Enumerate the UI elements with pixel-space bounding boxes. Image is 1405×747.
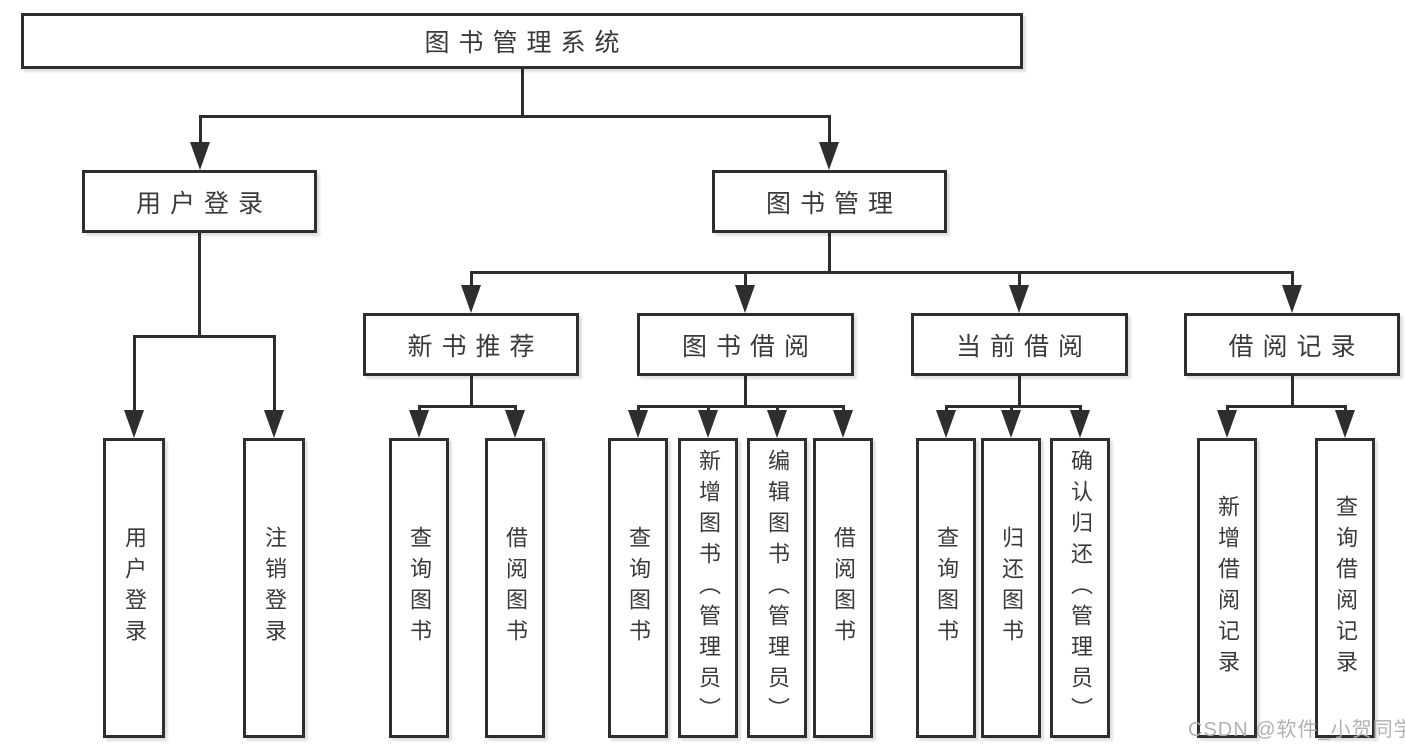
edge-to-borrowing-records-stub [1290,271,1294,287]
arrowhead-down-query-books-3 [936,410,956,438]
node-root: 图书管理系统 [21,13,1023,69]
arrowhead-down-leaf-logout [264,410,284,438]
arrowhead-down-query-record [1335,410,1355,438]
leaf-user-login: 用户登录 [103,438,165,738]
leaf-borrow-books-borrowing: 借阅图书 [813,438,873,738]
edge-to-new-book-stub [469,271,473,287]
leaf-confirm-return-admin: 确认归还（管理员） [1050,438,1110,738]
arrowhead-down-edit-book [767,410,787,438]
arrowhead-down-query-books-2 [628,410,648,438]
edge-root-stem [520,68,524,118]
edge-book-borrowing-crossbar [636,405,845,408]
arrowhead-down-return-books [1001,410,1021,438]
leaf-query-books-recommend: 查询图书 [389,438,449,738]
leaf-query-books-current: 查询图书 [916,438,976,738]
leaf-query-borrow-record: 查询借阅记录 [1315,438,1375,738]
leaf-query-books-borrowing: 查询图书 [608,438,668,738]
leaf-add-book-admin: 新增图书（管理员） [678,438,738,738]
node-borrowing-records: 借阅记录 [1184,313,1400,376]
edge-user-login-stem [198,233,201,338]
edge-book-management-crossbar [469,271,1293,274]
edge-to-query-books-1-stub [417,405,421,413]
arrowhead-down-borrow-books-1 [505,410,525,438]
edge-to-book-borrowing-stub [743,271,747,287]
edge-to-query-books-3-stub [944,405,948,413]
edge-to-confirm-return-stub [1078,405,1082,413]
edge-to-current-borrowing-stub [1017,271,1021,287]
edge-root-crossbar [198,115,831,118]
edge-new-book-stem [469,376,473,408]
node-user-login: 用户登录 [82,170,317,233]
edge-to-book-management-stub [827,115,831,144]
edge-to-query-record-stub [1343,405,1347,413]
edge-current-borrowing-crossbar [944,405,1082,408]
arrowhead-down-confirm-return [1070,410,1090,438]
edge-to-leaf-user-login-stub [132,335,136,413]
arrowhead-down-book-borrowing [735,285,755,313]
arrowhead-down-borrowing-records [1282,285,1302,313]
arrowhead-down-leaf-user-login [124,410,144,438]
edge-to-leaf-logout-stub [272,335,276,413]
edge-to-borrow-books-1-stub [513,405,517,413]
leaf-borrow-books-recommend: 借阅图书 [485,438,545,738]
node-book-borrowing: 图书借阅 [637,313,854,376]
arrowhead-down-add-record [1217,410,1237,438]
arrowhead-down-book-management [819,142,839,170]
leaf-edit-book-admin: 编辑图书（管理员） [747,438,807,738]
edge-to-add-record-stub [1225,405,1229,413]
edge-to-borrow-books-2-stub [841,405,845,413]
arrowhead-down-user-login [190,142,210,170]
arrowhead-down-borrow-books-2 [833,410,853,438]
edge-new-book-crossbar [417,405,517,408]
edge-to-user-login-stub [198,115,202,144]
leaf-add-borrow-record: 新增借阅记录 [1197,438,1257,738]
edge-book-management-stem [827,233,831,273]
edge-current-borrowing-stem [1017,376,1021,408]
edge-book-borrowing-stem [743,376,747,408]
watermark: CSDN @软件_小贺同学 [1188,719,1405,741]
edge-borrowing-records-crossbar [1225,405,1347,408]
edge-to-query-books-2-stub [636,405,640,413]
arrowhead-down-query-books-1 [409,410,429,438]
edge-user-login-crossbar [132,335,276,338]
node-new-book-recommend: 新书推荐 [363,313,579,376]
leaf-logout: 注销登录 [243,438,305,738]
node-current-borrowing: 当前借阅 [911,313,1128,376]
arrowhead-down-new-book [461,285,481,313]
leaf-return-books: 归还图书 [981,438,1041,738]
arrowhead-down-add-book [698,410,718,438]
edge-to-add-book-stub [706,405,710,413]
edge-to-return-books-stub [1009,405,1013,413]
edge-borrowing-records-stem [1290,376,1294,408]
node-book-management: 图书管理 [712,170,947,233]
edge-to-edit-book-stub [775,405,779,413]
arrowhead-down-current-borrowing [1009,285,1029,313]
